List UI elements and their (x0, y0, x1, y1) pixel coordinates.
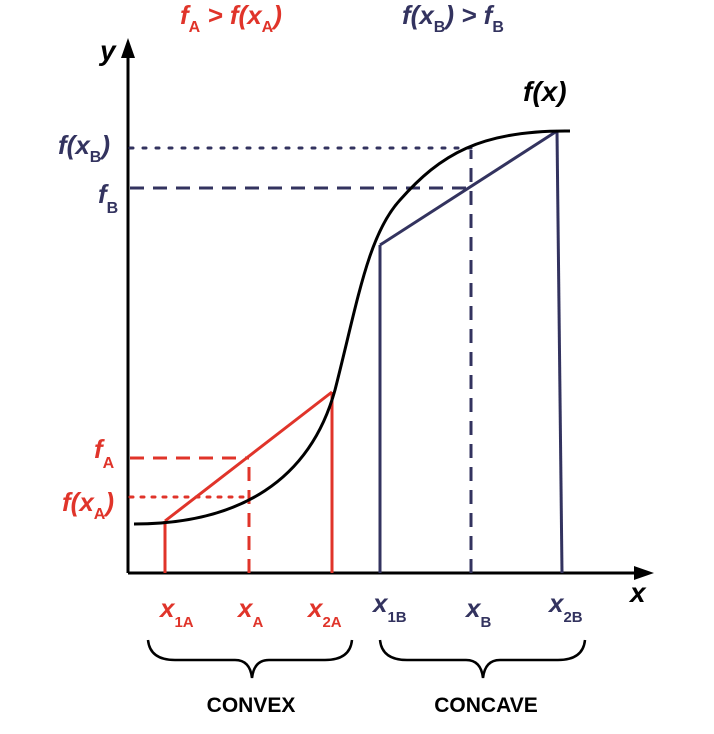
label-x1B: x1B (371, 588, 407, 626)
concave-region-label: CONCAVE (434, 694, 537, 717)
header-convex-inequality: fA > f(xA) (180, 0, 282, 36)
label-xA: xA (236, 593, 263, 631)
concave-vertical-x2B (555, 130, 564, 574)
label-xB: xB (464, 593, 491, 631)
function-label: f(x) (523, 76, 567, 107)
x-axis-arrow (634, 566, 654, 580)
concave-brace (378, 639, 587, 679)
convex-region-label: CONVEX (207, 694, 296, 717)
label-fB: fB (98, 179, 118, 217)
x-axis-label: x (628, 577, 647, 608)
label-x1A: x1A (158, 593, 194, 631)
y-axis-arrow (121, 38, 135, 58)
label-x2B: x2B (547, 588, 583, 626)
convex-brace (146, 639, 354, 679)
y-axis-label: y (98, 35, 117, 66)
function-curve (133, 129, 571, 526)
label-x2A: x2A (306, 593, 342, 631)
label-fA: fA (94, 434, 115, 472)
header-concave-inequality: f(xB) > fB (402, 0, 504, 36)
label-fxB: f(xB) (58, 130, 110, 166)
concave-chord (379, 129, 558, 247)
label-fxA: f(xA) (62, 487, 114, 523)
